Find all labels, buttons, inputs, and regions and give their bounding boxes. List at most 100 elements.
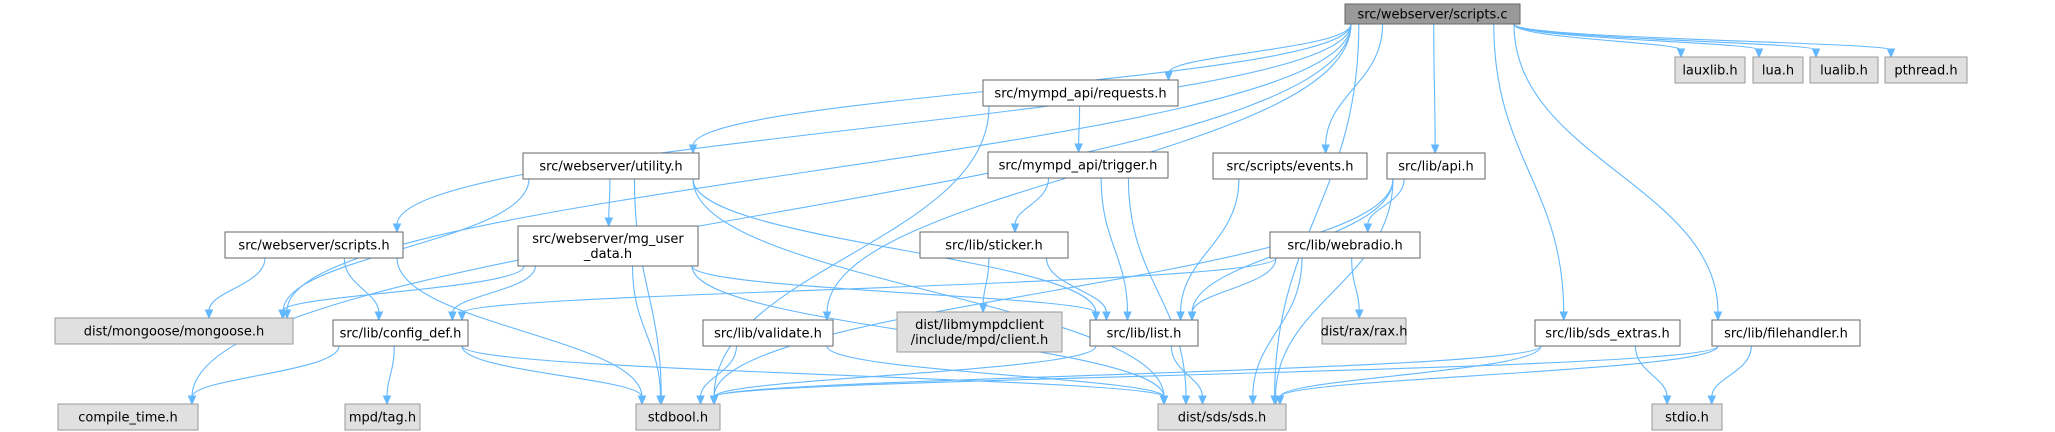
edge-arrowhead [1198,395,1207,406]
edge-arrowhead [656,395,665,406]
edge-arrowhead [1363,223,1373,234]
edge-line [1493,23,1565,314]
node-box [635,403,721,431]
edge-webradio-to-config-def [457,257,1277,322]
node-box [1157,403,1287,431]
edge-line [1351,257,1360,312]
edge-arrowhead [1123,311,1132,322]
node-webradio[interactable]: src/lib/webradio.h [1269,231,1421,259]
node-api[interactable]: src/lib/api.h [1386,152,1486,180]
edge-root-to-lualib [1513,23,1821,59]
node-tag: mpd/tag.h [344,403,421,431]
edge-line [1513,23,1760,51]
edge-line [631,265,662,398]
edge-line [1170,345,1204,398]
edge-line [633,178,662,398]
edge-arrowhead [1321,144,1330,155]
node-label: stdbool.h [648,411,708,426]
edge-arrowhead [822,311,832,322]
node-list[interactable]: src/lib/list.h [1089,319,1199,347]
edge-line [713,345,1719,398]
node-label: dist/mongoose/mongoose.h [84,325,264,340]
node-config-def[interactable]: src/lib/config_def.h [332,319,469,347]
edge-line [1513,23,1817,51]
edge-arrowhead [1275,395,1285,406]
node-box [1534,319,1681,347]
edge-line [1513,23,1719,314]
node-box [896,311,1063,353]
node-label: lauxlib.h [1682,64,1737,79]
node-client: dist/libmympdclient/include/mpd/client.h [896,311,1063,353]
edge-api-to-stdbool [709,178,1394,406]
edge-arrowhead [1248,395,1258,406]
edge-line [461,345,643,398]
edge-config-def-to-compile-time [187,345,340,406]
edge-root-to-pthread [1513,23,1896,59]
edge-root-to-filehandler [1513,23,1723,322]
edge-line [713,345,1097,398]
edge-config-def-to-sds [461,345,1169,406]
edge-arrowhead [1187,311,1197,322]
edge-arrowhead [204,309,214,320]
edge-line [396,257,643,398]
edge-line [1325,23,1384,147]
node-trigger[interactable]: src/mympd_api/trigger.h [987,151,1169,179]
node-sticker[interactable]: src/lib/sticker.h [919,231,1069,259]
node-box [224,231,404,259]
edge-filehandler-to-stdbool [709,345,1719,406]
node-filehandler[interactable]: src/lib/filehandler.h [1711,319,1861,347]
node-box [1752,56,1804,84]
edge-arrowhead [1559,311,1569,322]
edge-line [191,345,340,398]
node-validate[interactable]: src/lib/validate.h [702,319,834,347]
node-label: src/webserver/mg_user [532,232,684,247]
edge-line [691,265,1097,314]
node-label: pthread.h [1894,64,1957,79]
edge-line [1279,345,1542,398]
edge-line [1167,23,1352,74]
edge-utility-to-sds [692,178,1169,406]
edge-line [461,345,1165,398]
edge-line [1100,177,1129,314]
node-box [522,152,700,180]
node-label: src/mympd_api/trigger.h [999,159,1158,174]
edge-arrowhead [709,395,719,406]
node-scripts-h[interactable]: src/webserver/scripts.h [224,231,404,259]
edge-utility-to-mg-user [604,178,614,228]
node-label: src/lib/list.h [1107,327,1182,342]
node-requests[interactable]: src/mympd_api/requests.h [982,79,1179,107]
node-compile-time: compile_time.h [57,403,199,431]
node-label: src/webserver/utility.h [539,160,682,175]
node-box [1089,319,1199,347]
node-mg-user[interactable]: src/webserver/mg_user_data.h [517,225,699,267]
edge-validate-to-sds [826,345,1169,406]
edge-arrowhead [604,217,614,228]
edge-arrowhead [1886,48,1896,59]
edge-filehandler-to-stdio [1707,345,1752,406]
node-label: dist/rax/rax.h [1321,325,1408,340]
node-root[interactable]: src/webserver/scripts.c [1344,3,1521,25]
edge-arrowhead [978,303,988,314]
node-box [1809,56,1879,84]
node-sds-extras[interactable]: src/lib/sds_extras.h [1534,319,1681,347]
edge-line [713,105,990,398]
edge-line [286,23,1352,312]
node-box [1711,319,1861,347]
edge-arrowhead [1713,311,1723,322]
edge-webradio-to-rax [1351,257,1364,320]
node-label: compile_time.h [78,411,177,426]
edge-arrowhead [1074,143,1083,154]
node-box [1212,152,1368,180]
edge-arrowhead [457,311,467,322]
node-label: src/lib/api.h [1398,160,1473,175]
edge-validate-to-stdbool [696,345,738,406]
edge-root-to-scripts-h [392,23,1352,234]
edge-arrowhead [1181,395,1191,406]
node-box [919,231,1069,259]
node-events[interactable]: src/scripts/events.h [1212,152,1368,180]
edge-list-to-sds [1170,345,1207,406]
node-box [1884,56,1968,84]
edge-arrowhead [637,395,647,406]
node-stdbool: stdbool.h [635,403,721,431]
node-utility[interactable]: src/webserver/utility.h [522,152,700,180]
